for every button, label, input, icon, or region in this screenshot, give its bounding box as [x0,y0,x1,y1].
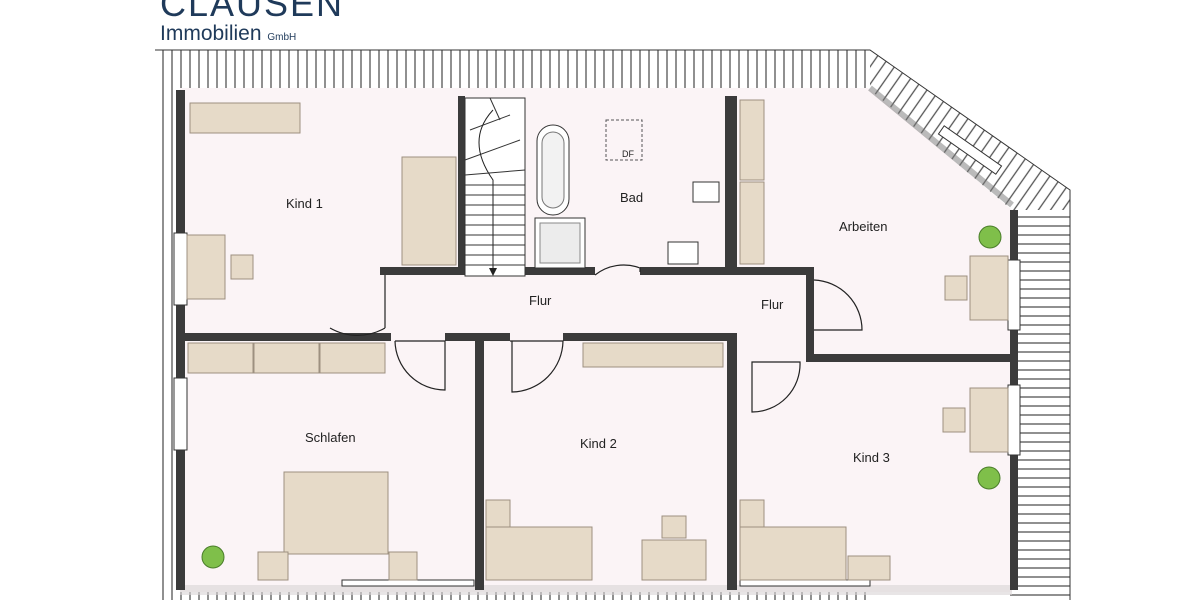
furniture [186,99,1009,581]
windows [173,125,1021,587]
logo-suffix: GmbH [267,32,297,43]
room-label-flur: Flur [529,293,552,308]
bathroom-fixtures: DF [534,119,720,269]
skylight-label: DF [622,149,634,159]
room-label-kind1: Kind 1 [286,196,323,211]
room-label-kind3: Kind 3 [853,450,890,465]
room-label-flur-2: Flur [761,297,784,312]
room-label-kind2: Kind 2 [580,436,617,451]
room-label-bad: Bad [620,190,643,205]
walls [176,85,1018,590]
company-logo: CLAUSEN Immobilien GmbH [160,0,344,50]
logo-sub: Immobilien [160,22,262,45]
room-label-schlafen: Schlafen [305,430,356,445]
logo-name: CLAUSEN [160,0,345,24]
plant-icons [201,225,1002,569]
doors [329,264,863,413]
room-label-arbeiten: Arbeiten [839,219,887,234]
staircase [464,97,526,277]
